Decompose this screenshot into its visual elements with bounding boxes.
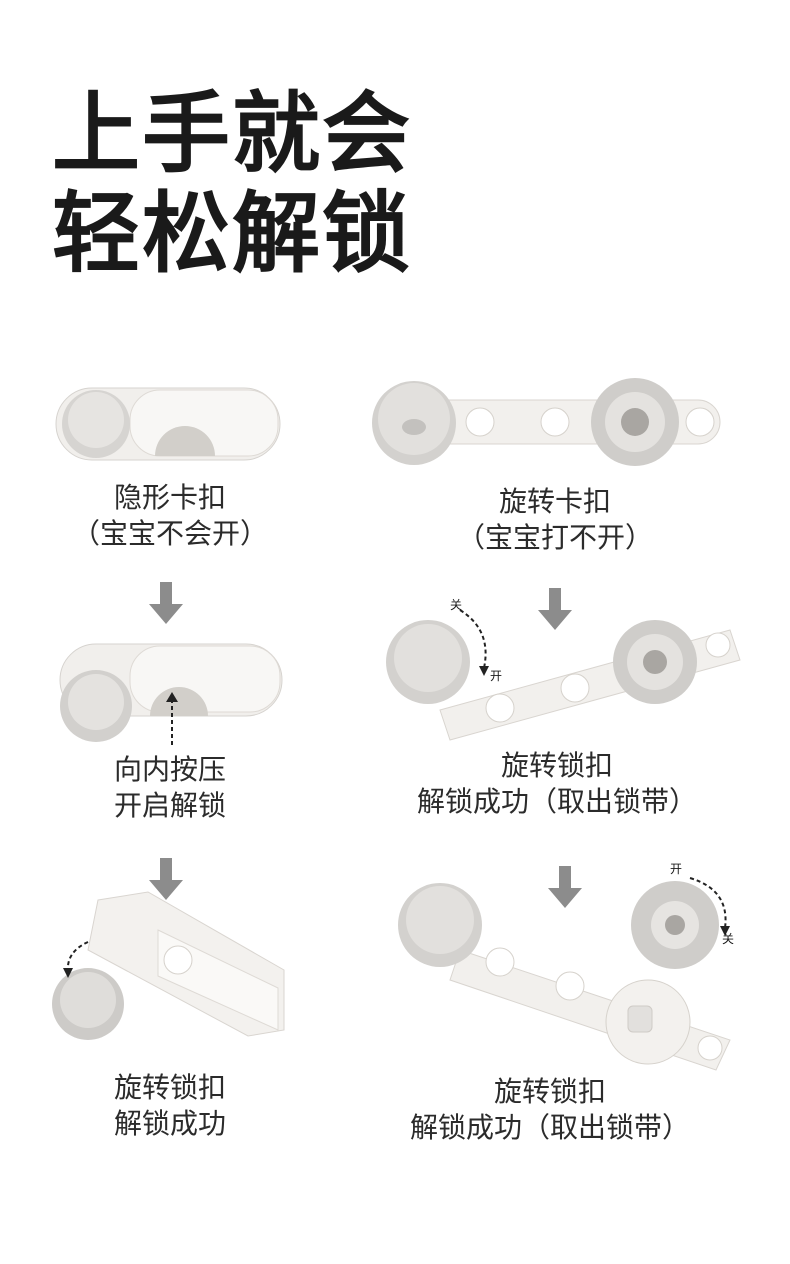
step-caption-right-2: 旋转锁扣 解锁成功（取出锁带）: [392, 748, 722, 820]
caption-subtitle: 解锁成功（取出锁带）: [409, 1111, 690, 1144]
rotate-close-label: 关: [450, 598, 463, 612]
rotary-lock-closed-illustration: [372, 378, 721, 466]
press-to-open-illustration: [59, 643, 283, 745]
caption-subtitle: 解锁成功（取出锁带）: [416, 785, 697, 818]
down-arrow-icon: [149, 582, 183, 624]
down-arrow-icon: [538, 588, 572, 630]
caption-subtitle: 开启解锁: [113, 789, 226, 822]
caption-subtitle: （宝宝打不开）: [456, 521, 653, 554]
strap-removed-illustration: [398, 877, 731, 1071]
caption-title: 旋转卡扣: [498, 485, 611, 518]
hidden-latch-closed-illustration: [55, 387, 281, 461]
rotate-close-label: 关: [722, 932, 735, 946]
rotate-open-label: 开: [490, 669, 503, 683]
caption-title: 向内按压: [113, 753, 226, 786]
rotate-unlock-illustration: [52, 891, 285, 1040]
caption-title: 旋转锁扣: [113, 1071, 226, 1104]
caption-subtitle: （宝宝不会开）: [71, 517, 268, 550]
down-arrow-icon: [149, 858, 183, 900]
step-caption-right-1: 旋转卡扣 （宝宝打不开）: [400, 484, 710, 556]
caption-title: 旋转锁扣: [500, 749, 613, 782]
rotary-lock-opened-illustration: [386, 609, 741, 741]
down-arrow-icon: [548, 866, 582, 908]
step-caption-left-3: 旋转锁扣 解锁成功: [40, 1070, 300, 1142]
caption-subtitle: 解锁成功: [113, 1107, 226, 1140]
rotate-open-label: 开: [670, 862, 683, 876]
headline-line-1: 上手就会: [52, 82, 413, 185]
step-caption-left-1: 隐形卡扣 （宝宝不会开）: [40, 480, 300, 552]
step-caption-right-3: 旋转锁扣 解锁成功（取出锁带）: [385, 1074, 715, 1146]
headline-line-2: 轻松解锁: [52, 182, 413, 285]
caption-title: 隐形卡扣: [113, 481, 226, 514]
caption-title: 旋转锁扣: [493, 1075, 606, 1108]
step-caption-left-2: 向内按压 开启解锁: [40, 752, 300, 824]
